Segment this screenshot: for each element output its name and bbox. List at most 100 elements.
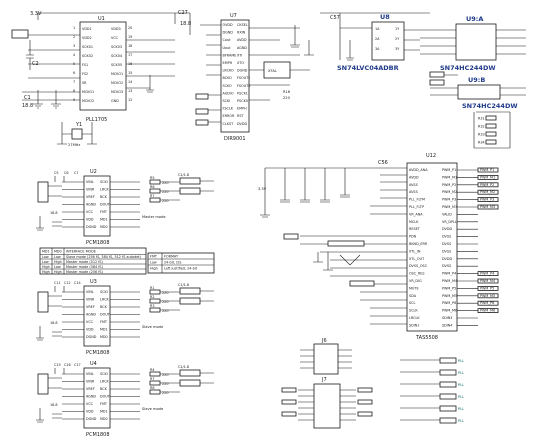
svg-text:Y1: Y1 — [75, 122, 82, 128]
u12-pin-label: PWM_M5 — [442, 294, 457, 298]
table-header-cell: MD0 — [54, 250, 62, 254]
codec-pin: LRCK — [100, 188, 109, 192]
u12-pin-label: PWM_M6 — [442, 309, 457, 313]
codec-pin: VCC — [86, 402, 94, 406]
u7-pin-label: EMPH — [223, 61, 233, 65]
u12-pin-label: RESET — [409, 227, 421, 231]
codec-pin: DOUT — [100, 203, 111, 207]
cap-ref: C7 — [74, 171, 79, 175]
u7-pin-label: AGND — [237, 46, 247, 50]
u1-pin-label: MCKO1 — [82, 90, 94, 94]
cap-ref: C15 — [54, 363, 61, 367]
codec-pin: LRCK — [100, 380, 109, 384]
u1-pin-label: SCK02 — [82, 54, 93, 58]
table-cell: Master mode (256 fS) — [66, 270, 104, 274]
u9a-ref: U9:A — [466, 15, 483, 23]
codec-input-connector — [37, 181, 49, 203]
u12-pin-label: AVSS — [409, 190, 418, 194]
u12-pin-label: SDA — [409, 294, 417, 298]
table-header-cell: INTERFACE MODE — [66, 250, 96, 254]
codec-pin: BCK — [100, 305, 108, 309]
u12-pin-label: SDIN1 — [409, 323, 419, 327]
u1-ref: U1 — [98, 16, 105, 22]
svg-text:3A: 3A — [375, 47, 380, 51]
resistor-ref: R1 — [150, 286, 155, 290]
u12-pin-label: DVDD — [442, 257, 452, 261]
table-cell: 24-bit, I2S — [164, 261, 181, 265]
codec-pin: BCK — [100, 195, 108, 199]
codec-pin: SCKI — [100, 372, 108, 376]
u12-pin-label: PWM_M4 — [442, 279, 457, 283]
resistor — [485, 123, 497, 129]
u1-pin-label: SR — [82, 81, 87, 85]
u9b-part: SN74HC244DW — [462, 102, 518, 110]
table-cell: Left justified, 24-bit — [164, 267, 198, 271]
u12-pin-label: DVSS — [442, 242, 451, 246]
codec-pin: FMT — [100, 320, 108, 324]
u12-pin-label: VALID — [442, 212, 452, 216]
u1-pin-label: FS2 — [82, 72, 88, 76]
u7-pin-label: DGND — [237, 69, 248, 73]
u1-cap-ref: C27 — [178, 10, 188, 16]
pwm-output-flag — [477, 182, 499, 188]
u12-pin-label: PWM_P4 — [442, 272, 456, 276]
table-header-cell: MD1 — [42, 250, 50, 254]
pwm-output-label: PWM_P4 — [480, 272, 494, 276]
codec-ref: U4 — [90, 361, 97, 367]
u7-pin-label: RXIN — [237, 31, 246, 35]
u12-pin-label: VR_DPLL — [442, 220, 457, 224]
resistor-ref: R5 — [150, 176, 155, 180]
u12-pin-label: PWM_P6 — [442, 301, 456, 305]
cap-value: 18.8 — [50, 211, 58, 215]
codec-pin: VCC — [86, 320, 94, 324]
u12-pin-label: XTL_OUT — [409, 257, 425, 261]
table-cell: Low — [150, 261, 157, 265]
u12-pin-label: PWM_P3 — [442, 198, 456, 202]
resistor — [149, 188, 161, 194]
u12-pin-label: DVSS — [442, 249, 451, 253]
codec-pin: LRCK — [100, 298, 109, 302]
connector-j7: J7 — [281, 377, 373, 429]
pwm-output-flag — [477, 167, 499, 173]
resistor-ref: R4 — [150, 368, 155, 372]
resistor-ref: R31 — [478, 117, 485, 121]
resistor-value: 220 — [162, 309, 168, 313]
u7-pin-label: PSCK1 — [237, 91, 248, 95]
u12-pin-label: OSC_RES — [409, 272, 425, 276]
pwm-output-flag — [477, 189, 499, 195]
u7-pin-label: BCKO — [223, 76, 233, 80]
j6-ref: J6 — [321, 338, 327, 344]
u1-pin-number: 2 — [73, 35, 75, 39]
resistor — [149, 298, 161, 304]
resistor-ref: R32 — [478, 125, 485, 129]
cap-value: 18.8 — [50, 321, 58, 325]
u1-pin-label: VCC — [111, 36, 119, 40]
codec-pin: MD1 — [100, 410, 108, 414]
svg-text:PLL: PLL — [458, 371, 464, 375]
u12-pin-label: BKND_ERR — [409, 242, 428, 246]
u1-pin-label: MCKO2 — [82, 99, 94, 103]
u7-pin-label: CKSEL — [237, 23, 248, 27]
u7-pin-label: FSOUT0 — [237, 84, 250, 88]
codec-pin: VINR — [86, 188, 95, 192]
codec-mode: Slave mode — [142, 325, 164, 329]
c1-label: C1 — [24, 95, 31, 101]
u12-pin-label: VR_ANA — [409, 212, 423, 216]
pwm-output-label: PWM_M3 — [480, 205, 495, 209]
codec-pin: VINR — [86, 298, 95, 302]
u1-pin-label: SCK05 — [111, 63, 122, 67]
u12-pin-label: PWM_M2 — [442, 190, 457, 194]
net-label-bknd — [327, 240, 365, 247]
svg-text:1A: 1A — [375, 27, 380, 31]
codec-part: PCM1808 — [86, 432, 110, 438]
codec-pin: SCKI — [100, 180, 108, 184]
svg-text:3Y: 3Y — [395, 47, 400, 51]
codec-pin: VREF — [86, 387, 95, 391]
u9b-ic — [457, 84, 501, 100]
u12-pin-label: DVSS — [442, 264, 451, 268]
u1-pin-number: 6 — [73, 71, 75, 75]
codec-pin: MD0 — [100, 335, 108, 339]
svg-text:PLL: PLL — [458, 383, 464, 387]
